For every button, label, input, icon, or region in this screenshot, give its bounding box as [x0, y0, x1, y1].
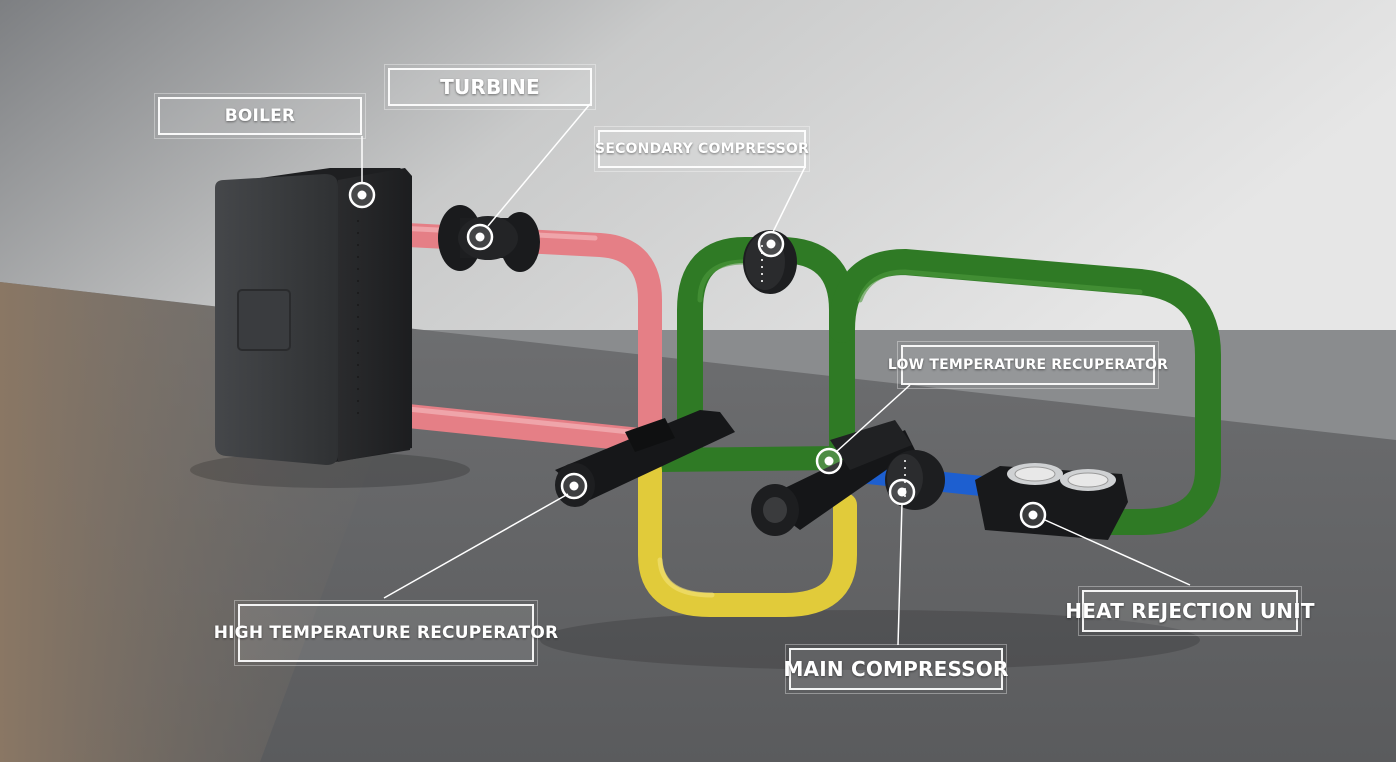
- fan-icon: [1060, 469, 1116, 491]
- fan-icon: [1007, 463, 1063, 485]
- high-temperature-recuperator-label: HIGH TEMPERATURE RECUPERATOR: [214, 600, 558, 666]
- main-compressor-leader-line: [897, 502, 903, 646]
- secondary-compressor-leader-line: [772, 166, 806, 233]
- low-temp-recuperator-unit: [751, 420, 915, 536]
- high-temp-recuperator-leader-line: [383, 493, 569, 599]
- target-ring-icon: [888, 478, 916, 506]
- target-ring-icon: [466, 223, 494, 251]
- turbine-label: TURBINE: [384, 64, 596, 110]
- target-ring-icon: [757, 230, 785, 258]
- pipes-shadow: [540, 610, 1200, 670]
- main-compressor-label: MAIN COMPRESSOR: [783, 644, 1008, 694]
- boiler-label: BOILER: [154, 93, 366, 139]
- heat-rejection-leader-line: [1044, 519, 1191, 586]
- turbine-leader-line: [487, 103, 591, 227]
- target-ring-icon: [1019, 501, 1047, 529]
- target-ring-icon: [348, 181, 376, 209]
- heat-rejection-unit-label: HEAT REJECTION UNIT: [1065, 586, 1315, 636]
- secondary-compressor-label: SECONDARY COMPRESSOR: [594, 126, 810, 172]
- heat-rejection-unit: [975, 463, 1128, 540]
- low-temp-recuperator-leader-line: [835, 384, 911, 453]
- turbine-unit: [438, 205, 540, 272]
- low-temperature-recuperator-label: LOW TEMPERATURE RECUPERATOR: [888, 341, 1168, 389]
- target-ring-icon: [560, 472, 588, 500]
- boiler-unit: [215, 168, 412, 465]
- target-ring-icon: [815, 447, 843, 475]
- callout-lines: [361, 103, 1191, 646]
- low-temp-loop: [638, 458, 857, 617]
- markers: [348, 181, 1047, 529]
- boiler-shadow: [190, 452, 470, 488]
